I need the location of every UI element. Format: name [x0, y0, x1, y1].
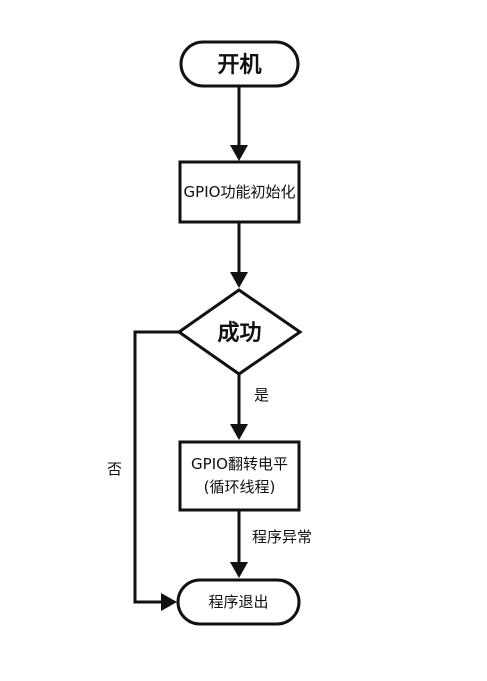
toggle-process-shape — [178, 440, 301, 512]
decision-node: 成功 — [176, 288, 303, 376]
no-label: 否 — [107, 460, 122, 478]
init-label: GPIO功能初始化 — [184, 183, 296, 201]
error-label: 程序异常 — [252, 528, 312, 546]
toggle-label-line2: (循环线程) — [204, 478, 276, 496]
toggle-node: GPIO翻转电平 (循环线程) — [178, 440, 301, 512]
arrowhead — [230, 145, 248, 161]
start-label: 开机 — [217, 53, 261, 78]
arrow-decision-to-toggle: 是 — [230, 374, 269, 440]
init-process-shape — [178, 160, 301, 224]
arrow-start-to-init — [230, 86, 248, 161]
decision-label: 成功 — [217, 321, 261, 346]
init-node: GPIO功能初始化 — [178, 160, 301, 224]
arrowhead — [230, 424, 248, 440]
arrow-init-to-decision — [230, 222, 248, 288]
arrowhead — [230, 272, 248, 288]
yes-label: 是 — [254, 386, 269, 404]
arrow-decision-to-end-no: 否 — [107, 330, 179, 611]
start-node: 开机 — [179, 40, 300, 88]
end-node: 程序退出 — [176, 578, 301, 626]
arrow-toggle-to-end: 程序异常 — [230, 510, 312, 578]
toggle-label-line1: GPIO翻转电平 — [191, 455, 288, 473]
end-label: 程序退出 — [208, 593, 268, 611]
end-terminal-shape — [176, 578, 301, 626]
arrowhead — [161, 593, 177, 611]
arrowhead — [230, 562, 248, 578]
